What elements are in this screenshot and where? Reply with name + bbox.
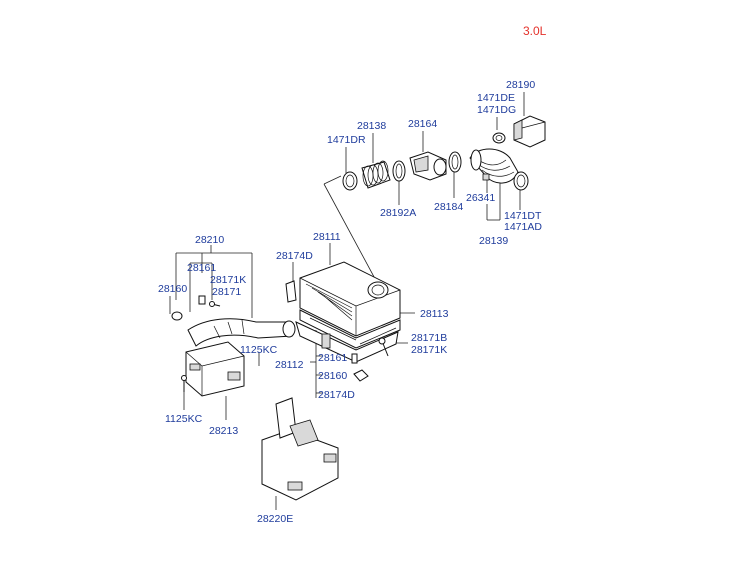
label-28171k-right: 28171K: [411, 344, 447, 356]
resonator-28213-part: [185, 341, 245, 397]
label-28174d-bot: 28174D: [318, 389, 355, 401]
label-28171k-left: 28171K: [210, 274, 246, 286]
air-cleaner-upper-body-part: [299, 261, 401, 337]
intake-hose-part: [469, 148, 519, 184]
label-1471de: 1471DE: [477, 92, 515, 104]
label-28139: 28139: [479, 235, 508, 247]
hose-clamp-28192a-part: [392, 160, 406, 182]
air-filter-element-part: [299, 309, 401, 349]
label-1471ad: 1471AD: [504, 221, 542, 233]
label-28220e: 28220E: [257, 513, 293, 525]
label-1471dr: 1471DR: [327, 134, 366, 146]
air-guide-28220e-part: [261, 397, 339, 501]
pin-28161-mid-part: [351, 353, 358, 364]
label-28111: 28111: [313, 231, 341, 243]
hose-clamp-right-part: [513, 171, 529, 191]
pin-28161-left-part: [198, 295, 206, 305]
bolt-28171b-part: [378, 337, 389, 357]
label-28213: 28213: [209, 425, 238, 437]
label-1471dg: 1471DG: [477, 104, 516, 116]
leader-lines: [169, 92, 525, 510]
part-number-labels: 28190 1471DE 1471DG 28164 28138 1471DR 2…: [158, 79, 542, 525]
label-1471dt: 1471DT: [504, 210, 542, 222]
air-cleaner-lower-case-part: [295, 321, 399, 363]
label-28171: 28171: [212, 286, 241, 298]
label-1125kc-mid: 1125KC: [240, 344, 278, 356]
grommet-28160-mid-part: [353, 369, 369, 382]
bellows-hose-part: [361, 160, 391, 189]
bracket-28174d-top-part: [285, 280, 297, 303]
label-28161-mid: 28161: [318, 352, 347, 364]
label-28160-left: 28160: [158, 283, 187, 295]
label-28190: 28190: [506, 79, 535, 91]
intake-elbow-part: [409, 151, 447, 181]
label-28113: 28113: [420, 308, 449, 320]
small-clamp-ring-part: [492, 132, 506, 144]
label-28184: 28184: [434, 201, 463, 213]
air-duct-hose-part: [187, 318, 296, 347]
label-28160-mid: 28160: [318, 370, 347, 382]
label-28164: 28164: [408, 118, 437, 130]
engine-variant-label: 3.0L: [523, 24, 547, 38]
label-26341: 26341: [466, 192, 495, 204]
label-28174d-top: 28174D: [276, 250, 313, 262]
resonator-cap-part: [513, 115, 546, 148]
label-28210: 28210: [195, 234, 224, 246]
label-1125kc-low: 1125KC: [165, 413, 203, 425]
label-28161-left: 28161: [187, 262, 216, 274]
label-28112: 28112: [275, 359, 304, 371]
label-28171b: 28171B: [411, 332, 447, 344]
bolt-1125kc-part: [181, 375, 187, 392]
label-28138: 28138: [357, 120, 386, 132]
bolt-28171k-left-part: [209, 301, 221, 307]
grommet-28160-left-part: [171, 311, 183, 321]
hose-clamp-28184-part: [448, 151, 462, 173]
hose-clamp-1471dr-part: [342, 171, 358, 191]
label-28192a: 28192A: [380, 207, 416, 219]
